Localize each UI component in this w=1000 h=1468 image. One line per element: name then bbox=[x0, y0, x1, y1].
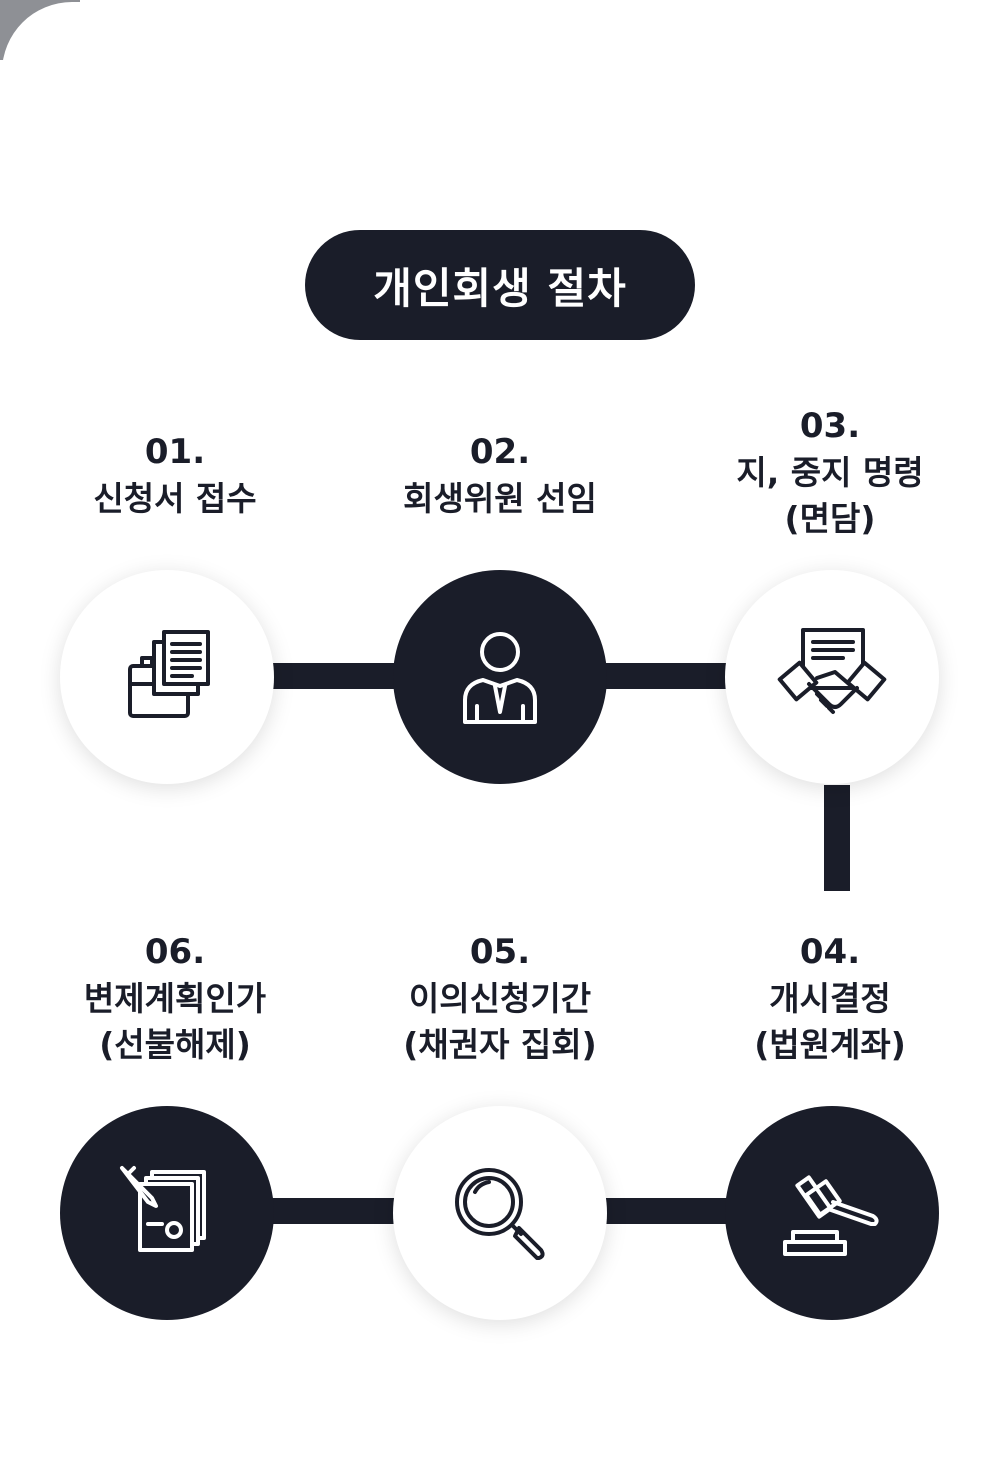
step-06-circle bbox=[60, 1106, 274, 1320]
step-label-line: (면담) bbox=[784, 499, 876, 538]
connector-05-04 bbox=[600, 1198, 730, 1224]
step-01-label: 01. 신청서 접수 bbox=[15, 428, 335, 522]
step-label-line: 변제계획인가 bbox=[83, 979, 267, 1018]
documents-briefcase-icon bbox=[128, 630, 210, 718]
step-number: 03. bbox=[799, 406, 861, 446]
step-06-label: 06. 변제계획인가 (선불해제) bbox=[15, 928, 335, 1068]
signed-document-icon bbox=[120, 1166, 206, 1252]
page-title: 개인회생 절차 bbox=[305, 230, 695, 340]
businessman-icon bbox=[463, 632, 537, 724]
step-05-label: 05. 이의신청기간 (채권자 집회) bbox=[340, 928, 660, 1068]
gavel-icon bbox=[783, 1175, 879, 1256]
connector-02-03 bbox=[600, 663, 730, 689]
step-number: 01. bbox=[144, 432, 206, 472]
corner-decoration bbox=[0, 0, 80, 60]
step-label-line: 이의신청기간 bbox=[408, 979, 592, 1018]
step-label-line: (채권자 집회) bbox=[403, 1025, 597, 1064]
step-label-line: 신청서 접수 bbox=[93, 479, 257, 518]
connector-06-05 bbox=[270, 1198, 400, 1224]
step-04-circle bbox=[725, 1106, 939, 1320]
step-label-line: 지, 중지 명령 bbox=[736, 453, 924, 492]
step-01-circle bbox=[60, 570, 274, 784]
step-03-circle bbox=[725, 570, 939, 784]
step-number: 06. bbox=[144, 932, 206, 972]
step-02-label: 02. 회생위원 선임 bbox=[340, 428, 660, 522]
magnifier-icon bbox=[455, 1168, 545, 1260]
step-label-line: (선불해제) bbox=[99, 1025, 251, 1064]
step-05-circle bbox=[393, 1106, 607, 1320]
step-02-circle bbox=[393, 570, 607, 784]
step-number: 02. bbox=[469, 432, 531, 472]
handshake-contract-icon bbox=[777, 628, 887, 714]
step-label-line: (법원계좌) bbox=[754, 1025, 906, 1064]
step-number: 05. bbox=[469, 932, 531, 972]
step-04-label: 04. 개시결정 (법원계좌) bbox=[670, 928, 990, 1068]
step-number: 04. bbox=[799, 932, 861, 972]
step-03-label: 03. 지, 중지 명령 (면담) bbox=[670, 402, 990, 542]
connector-01-02 bbox=[270, 663, 400, 689]
step-label-line: 개시결정 bbox=[769, 979, 891, 1018]
connector-03-04 bbox=[824, 785, 850, 891]
step-label-line: 회생위원 선임 bbox=[403, 479, 597, 518]
